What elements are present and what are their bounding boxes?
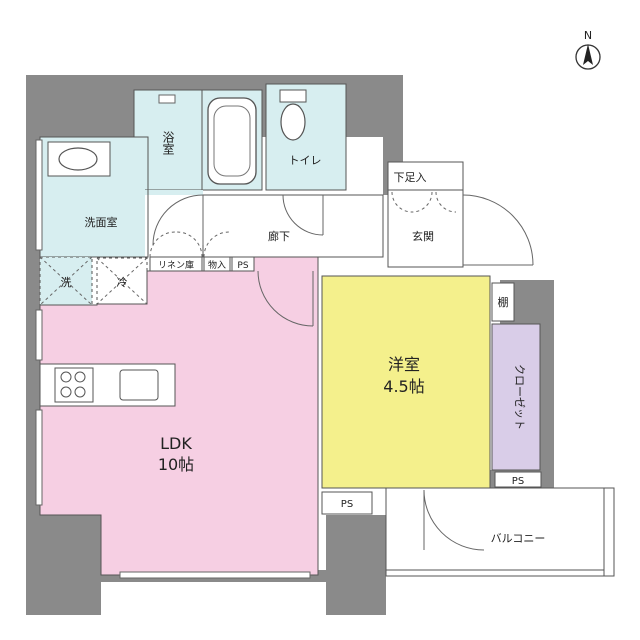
western-room: 洋室 4.5帖	[321, 275, 491, 489]
shelf: 棚	[491, 282, 515, 322]
washer-label: 洗	[61, 276, 72, 289]
toilet-room: トイレ	[265, 83, 347, 191]
ps-bottom: PS	[321, 491, 373, 515]
storage-label: 物入	[208, 259, 226, 271]
ldk-label: LDK	[160, 434, 192, 453]
ps-top-label: PS	[237, 261, 248, 271]
compass-arrow-icon	[583, 44, 593, 65]
western-room-size-label: 4.5帖	[383, 377, 424, 396]
compass-north-label: N	[584, 29, 592, 42]
fridge-space: 冷	[96, 257, 148, 305]
closet-label: クローゼット	[513, 364, 526, 430]
shoe-storage-label: 下足入	[394, 171, 427, 184]
bath-label: 浴室	[161, 131, 175, 155]
ps-bottom-label: PS	[341, 499, 353, 510]
hallway-label: 廊下	[268, 229, 290, 243]
balcony: バルコニー	[385, 487, 615, 577]
closet: クローゼット	[491, 323, 541, 471]
linen-label: リネン庫	[158, 259, 194, 271]
shelf-label: 棚	[498, 295, 509, 309]
toilet-label: トイレ	[289, 154, 322, 167]
ldk-size-label: 10帖	[158, 455, 194, 474]
entrance: 下足入 玄関	[387, 161, 534, 268]
ldk-room: LDK 10帖	[39, 256, 319, 576]
fridge-label: 冷	[117, 276, 128, 289]
washroom: 洗面室 洗	[39, 136, 203, 306]
balcony-label: バルコニー	[491, 532, 546, 545]
storage-strip: リネン庫 物入 PS	[149, 231, 255, 272]
compass: N	[575, 29, 601, 70]
entrance-label: 玄関	[412, 229, 434, 243]
ps-right-label: PS	[512, 476, 524, 487]
western-room-label: 洋室	[388, 355, 420, 374]
windows	[35, 139, 311, 579]
bathtub	[201, 89, 263, 191]
bath-room: 浴室	[133, 89, 203, 191]
ps-right: PS	[494, 471, 542, 488]
hallway: 廊下	[152, 194, 384, 258]
washroom-label: 洗面室	[85, 215, 118, 229]
